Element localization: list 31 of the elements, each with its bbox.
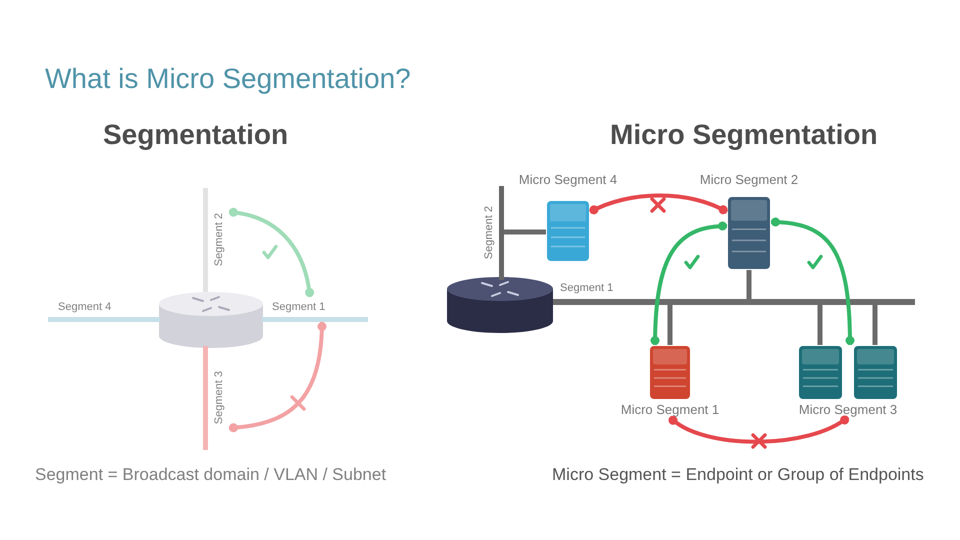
server-icon (546, 200, 590, 262)
segment-label: Segment 2 (213, 213, 226, 267)
segment-label: Segment 1 (560, 282, 614, 295)
curved-connector (228, 208, 314, 298)
server-icon (727, 196, 771, 270)
segment-label: Segment 3 (213, 371, 226, 425)
link-line (746, 270, 752, 299)
link-line (872, 305, 878, 345)
server-label: Micro Segment 3 (798, 403, 898, 417)
network-bus (553, 299, 915, 305)
definition-text: Micro Segment = Endpoint or Group of Endpoints (552, 465, 924, 485)
router-icon (158, 291, 264, 349)
segment-label: Segment 4 (58, 301, 112, 314)
curved-connector (589, 194, 728, 215)
curved-connector (650, 222, 728, 346)
server-label: Micro Segment 2 (700, 172, 798, 187)
link-line (668, 305, 672, 345)
definition-text: Segment = Broadcast domain / VLAN / Subnet (35, 465, 386, 485)
router-icon (446, 276, 554, 334)
segment-label: Segment 1 (272, 301, 326, 314)
segment-label: Segment 2 (483, 206, 496, 260)
server-label: Micro Segment 1 (620, 403, 720, 417)
panel-heading: Segmentation (103, 118, 288, 152)
slide-title: What is Micro Segmentation? (45, 62, 411, 96)
curved-connector (668, 415, 850, 444)
curved-connector (228, 322, 326, 432)
link-line (504, 230, 546, 234)
curved-connector (770, 218, 854, 346)
link-line (818, 305, 822, 345)
panel-heading: Micro Segmentation (610, 118, 878, 152)
server-label: Micro Segment 4 (518, 172, 618, 187)
